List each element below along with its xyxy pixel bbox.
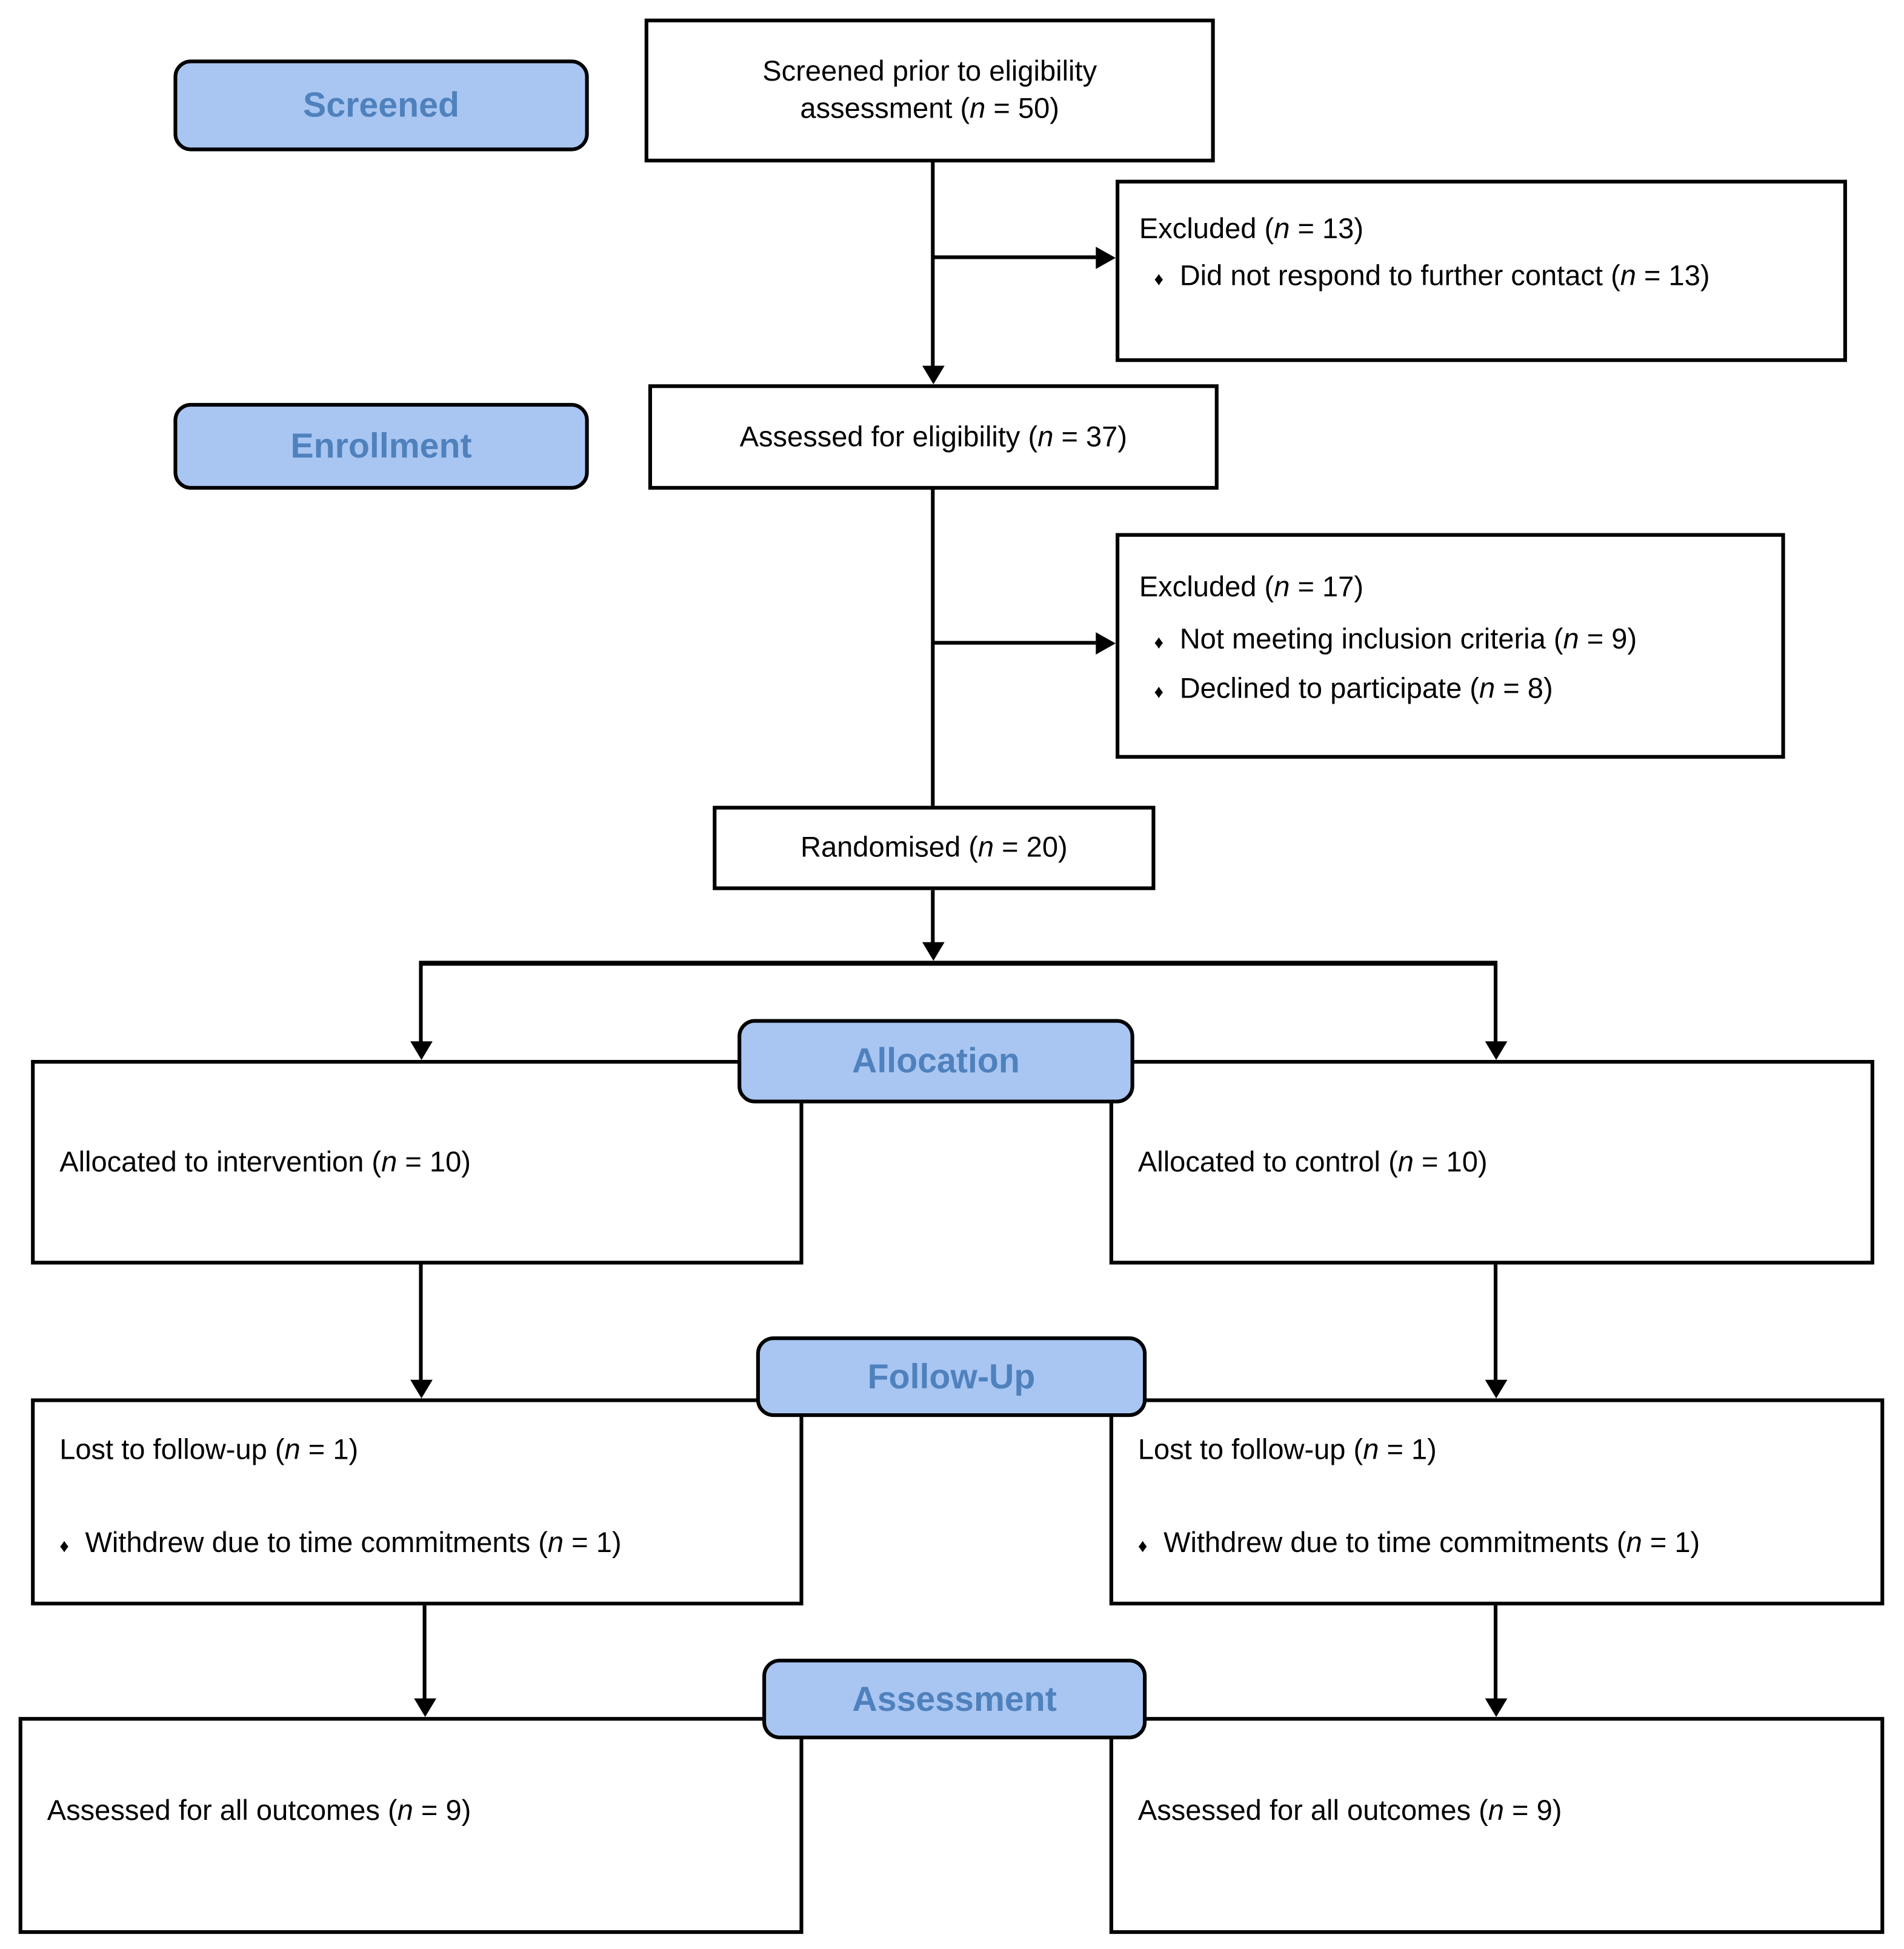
connector-followup-to-assessment-right-line [1493,1605,1498,1700]
box-followup-control-title: Lost to follow-up (n = 1) [1137,1433,1437,1465]
box-screened-prior-line1: Screened prior to eligibility [762,55,1097,87]
connector-split-to-control-arrowhead [1485,1041,1508,1060]
box-assessed-intervention: Assessed for all outcomes (n = 9) [18,1717,804,1934]
box-allocated-control: Allocated to control (n = 10) [1109,1059,1874,1265]
split-bar [419,961,1498,966]
box-allocated-intervention-text: Allocated to intervention (n = 10) [59,1145,471,1178]
box-assessed-control-text: Assessed for all outcomes (n = 9) [1137,1793,1562,1827]
stage-label-enrollment: Enrollment [173,402,589,490]
bullet-text: Declined to participate (n = 8) [1179,671,1553,704]
stage-label-assessment: Assessment [762,1659,1147,1739]
bullet-item: ♦ Did not respond to further contact (n … [1139,258,1823,295]
box-excluded-eligibility-title: Excluded (n = 17) [1139,570,1364,603]
connector-randomised-to-split-arrowhead [922,942,945,961]
connector-screened-to-eligibility-line [931,162,935,366]
bullet-diamond-icon: ♦ [1154,268,1164,290]
connector-branch-excluded-eligibility-line [933,641,1096,645]
bullet-item: ♦ Not meeting inclusion criteria (n = 9) [1139,621,1762,658]
box-assessed-intervention-text: Assessed for all outcomes (n = 9) [47,1793,471,1827]
bullet-item: ♦ Withdrew due to time commitments (n = … [1138,1525,1856,1562]
connector-branch-excluded-screening-line [933,255,1096,259]
stage-label-follow-up: Follow-Up [756,1336,1147,1418]
box-followup-control: Lost to follow-up (n = 1) ♦ Withdrew due… [1109,1398,1885,1606]
connector-intervention-to-followup-line [419,1264,423,1381]
connector-followup-to-assessment-left-arrowhead [414,1698,437,1717]
bullet-diamond-icon: ♦ [1154,632,1164,653]
connector-screened-to-eligibility-arrowhead [922,365,945,385]
box-followup-intervention-title: Lost to follow-up (n = 1) [59,1433,359,1465]
stage-label-allocation: Allocation [737,1019,1134,1104]
connector-split-to-intervention-line [419,965,423,1043]
box-allocated-intervention: Allocated to intervention (n = 10) [31,1059,804,1265]
bullet-text: Withdrew due to time commitments (n = 1) [85,1525,622,1559]
box-randomised-text: Randomised (n = 20) [800,830,1068,863]
box-screened-prior-line2: assessment (n = 50) [800,92,1059,124]
stage-label-screened: Screened [173,59,589,152]
box-excluded-eligibility: Excluded (n = 17) ♦ Not meeting inclusio… [1116,533,1785,759]
connector-intervention-to-followup-arrowhead [410,1379,433,1399]
box-assessed-control: Assessed for all outcomes (n = 9) [1109,1717,1885,1934]
connector-branch-excluded-eligibility-arrowhead [1096,632,1116,655]
box-excluded-screening-title: Excluded (n = 13) [1139,212,1364,244]
box-followup-intervention: Lost to follow-up (n = 1) ♦ Withdrew due… [31,1398,804,1606]
connector-eligibility-to-randomised-line [931,490,935,806]
bullet-diamond-icon: ♦ [59,1536,69,1558]
bullet-item: ♦ Withdrew due to time commitments (n = … [59,1525,774,1562]
bullet-text: Not meeting inclusion criteria (n = 9) [1179,622,1637,655]
box-assessed-eligibility-text: Assessed for eligibility (n = 37) [739,419,1128,452]
connector-control-to-followup-line [1493,1264,1498,1381]
connector-followup-to-assessment-left-line [422,1605,427,1700]
box-excluded-screening: Excluded (n = 13) ♦ Did not respond to f… [1116,179,1847,362]
bullet-diamond-icon: ♦ [1137,1536,1148,1558]
connector-followup-to-assessment-right-arrowhead [1485,1698,1508,1717]
connector-randomised-to-split-line [931,890,935,945]
box-screened-prior: Screened prior to eligibility assessment… [644,18,1215,162]
bullet-item: ♦ Declined to participate (n = 8) [1139,670,1762,707]
connector-split-to-control-line [1493,965,1498,1043]
box-allocated-control-text: Allocated to control (n = 10) [1137,1145,1488,1178]
box-assessed-eligibility: Assessed for eligibility (n = 37) [648,384,1219,490]
bullet-text: Did not respond to further contact (n = … [1179,259,1710,292]
connector-control-to-followup-arrowhead [1485,1379,1508,1399]
connector-split-to-intervention-arrowhead [410,1041,433,1060]
bullet-text: Withdrew due to time commitments (n = 1) [1163,1525,1700,1559]
connector-branch-excluded-screening-arrowhead [1096,247,1116,269]
bullet-diamond-icon: ♦ [1154,681,1164,703]
box-randomised: Randomised (n = 20) [713,805,1156,890]
